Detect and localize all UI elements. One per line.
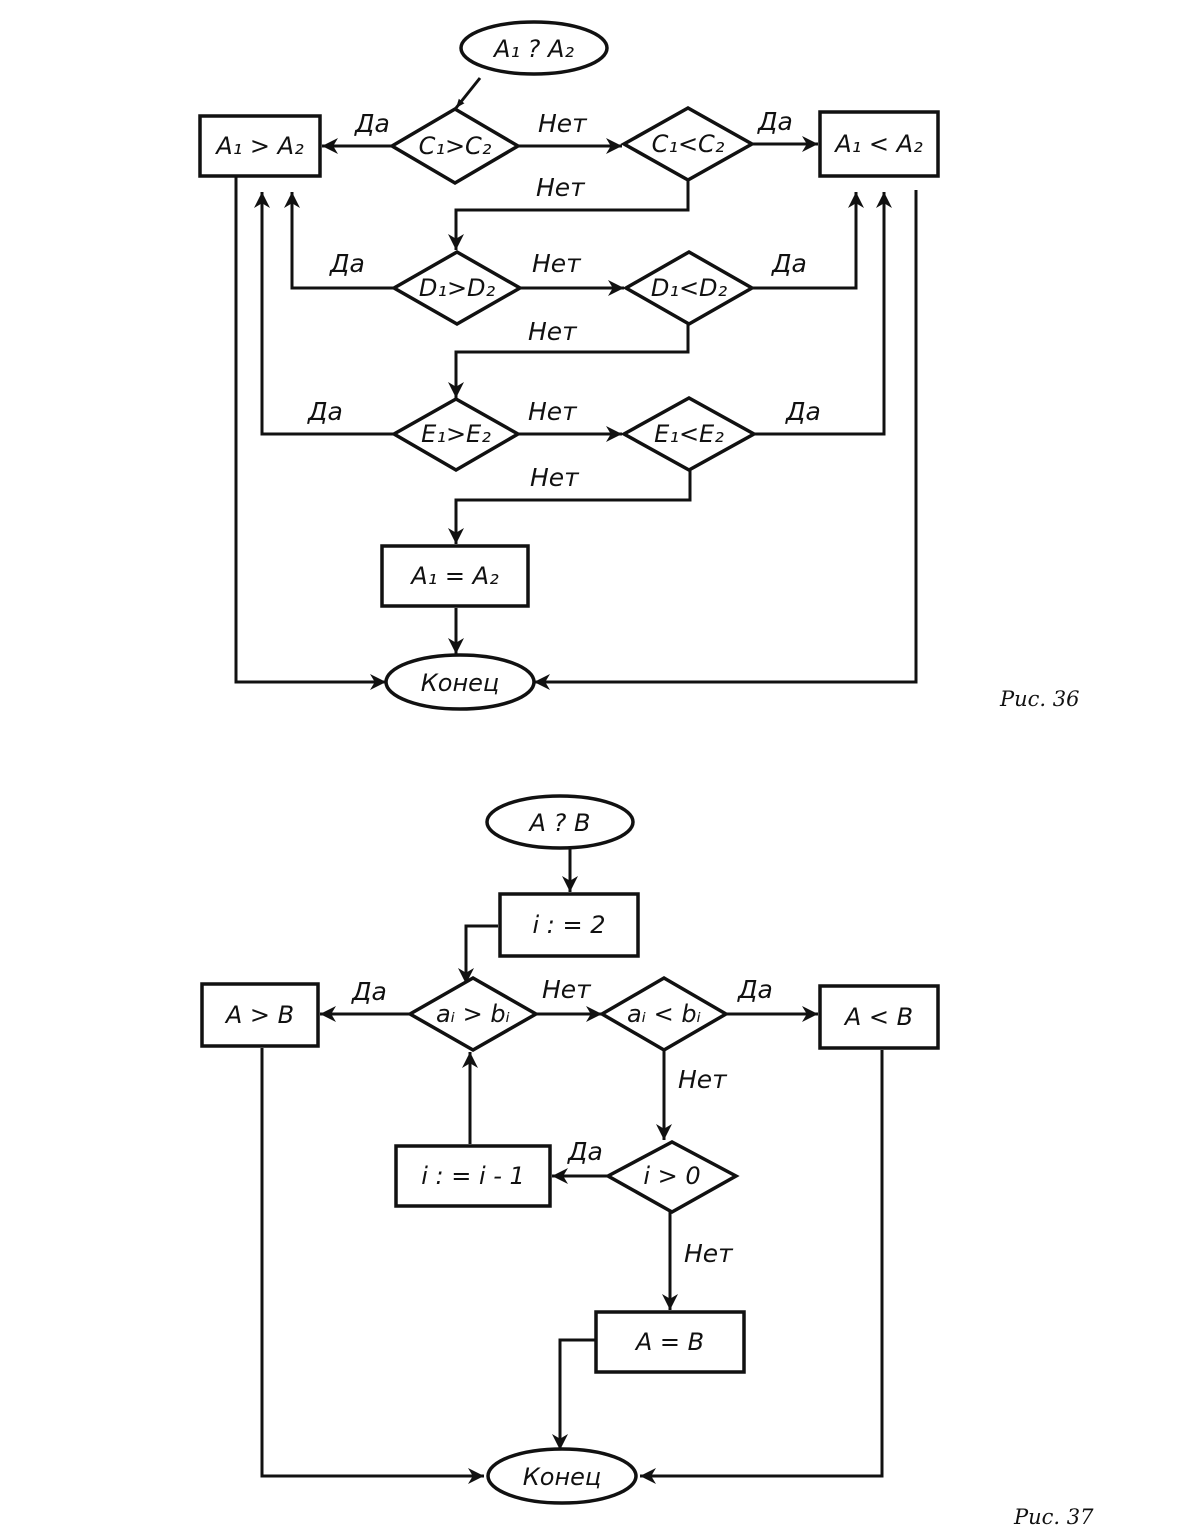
fig36-start-label: A₁ ? A₂ xyxy=(492,35,574,63)
fig36-yes-c-gt: Да xyxy=(354,109,390,138)
fig36-no-d-lt: Нет xyxy=(528,317,578,346)
fig37-diamond-lt xyxy=(598,975,730,1053)
fig36-yes-c-lt: Да xyxy=(757,107,793,136)
fig36-cond-c-gt-label: C₁>C₂ xyxy=(419,132,492,160)
fig36-cond-e-lt-label: E₁<E₂ xyxy=(654,420,724,448)
fig37-init-label: i : = 2 xyxy=(532,911,605,939)
fig37-result-eq-label: A = B xyxy=(634,1328,704,1356)
fig37-no-gt: Нет xyxy=(542,975,592,1004)
fig36-yes-d-lt: Да xyxy=(771,249,807,278)
fig36-result-gt-label: A₁ > A₂ xyxy=(214,132,304,160)
fig37-cond-lt-label: aᵢ < bᵢ xyxy=(627,1000,701,1028)
fig36-yes-e-gt: Да xyxy=(307,397,343,426)
fig36-no-c-lt: Нет xyxy=(536,173,586,202)
fig36-result-lt-label: A₁ < A₂ xyxy=(833,130,923,158)
fig37-result-eq-box xyxy=(594,1310,746,1374)
fig37-yes-lt: Да xyxy=(737,975,773,1004)
fig36-no-c-gt: Нет xyxy=(538,109,588,138)
fig36-cond-d-gt-label: D₁>D₂ xyxy=(419,274,496,302)
fig37-no-i: Нет xyxy=(684,1239,734,1268)
fig36-diamond-d-gt xyxy=(390,249,524,327)
fig37-diamond-gt xyxy=(406,975,540,1053)
fig37-result-gt-label: A > B xyxy=(224,1001,294,1029)
fig37-cond-i-label: i > 0 xyxy=(643,1162,700,1190)
fig36-diamond-e-gt xyxy=(390,396,522,473)
fig36-yes-e-lt: Да xyxy=(785,397,821,426)
fig36-no-e-gt: Нет xyxy=(528,397,578,426)
fig36-start-ellipse xyxy=(459,20,609,76)
fig36-cond-e-gt-label: E₁>E₂ xyxy=(421,420,491,448)
fig37-decrement-box xyxy=(394,1144,552,1208)
fig37-caption: Рис. 37 xyxy=(1013,1505,1094,1529)
fig37-end-label: Конец xyxy=(523,1463,602,1491)
fig36-no-e-lt: Нет xyxy=(530,463,580,492)
fig36-diamond-d-lt xyxy=(622,249,756,327)
fig36-diamond-c-lt xyxy=(620,105,756,183)
fig36-diamond-c-gt xyxy=(388,106,522,186)
fig36-connectors xyxy=(234,77,918,690)
fig37-connectors xyxy=(260,846,884,1484)
fig37-start-ellipse xyxy=(485,794,635,850)
fig36-cond-d-lt-label: D₁<D₂ xyxy=(651,274,728,302)
fig36-caption: Рис. 36 xyxy=(999,687,1080,711)
fig37-end-ellipse xyxy=(486,1447,638,1505)
fig36-result-eq-label: A₁ = A₂ xyxy=(409,562,499,590)
fig37-init-box xyxy=(498,892,640,958)
fig36-result-lt-box xyxy=(818,110,940,178)
fig37-result-gt-box xyxy=(200,982,320,1048)
figure-37: A ? B i : = 2 aᵢ > bᵢ aᵢ < bᵢ A > B A < … xyxy=(200,794,1094,1529)
figure-36: A₁ ? A₂ C₁>C₂ C₁<C₂ A₁ > A₂ A₁ < A₂ D₁>D… xyxy=(198,20,1080,711)
fig37-start-label: A ? B xyxy=(528,809,591,837)
fig37-yes-gt: Да xyxy=(351,977,387,1006)
fig37-yes-i: Да xyxy=(567,1137,603,1166)
fig37-no-lt: Нет xyxy=(678,1065,728,1094)
fig36-result-gt-box xyxy=(198,114,322,178)
fig36-no-d-gt: Нет xyxy=(532,249,582,278)
fig36-yes-d-gt: Да xyxy=(329,249,365,278)
fig36-diamond-e-lt xyxy=(620,395,758,473)
fig36-cond-c-lt-label: C₁<C₂ xyxy=(652,130,725,158)
fig37-cond-gt-label: aᵢ > bᵢ xyxy=(436,1000,510,1028)
fig36-end-ellipse xyxy=(384,653,536,711)
fig37-result-lt-box xyxy=(818,984,940,1050)
fig37-diamond-i xyxy=(604,1140,740,1215)
fig36-result-eq-box xyxy=(380,544,530,608)
fig37-decrement-label: i : = i - 1 xyxy=(421,1162,525,1190)
fig36-end-label: Конец xyxy=(421,669,500,697)
fig37-result-lt-label: A < B xyxy=(843,1003,913,1031)
